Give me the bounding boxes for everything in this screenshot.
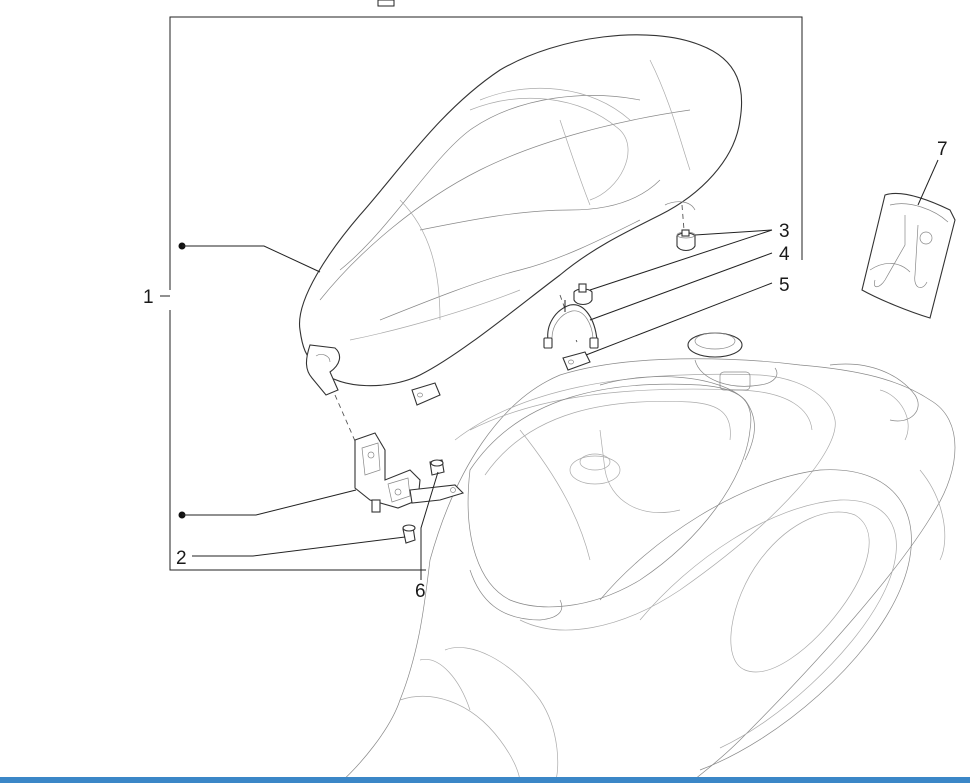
leader-lines: [160, 159, 939, 580]
screw-part-2: [402, 524, 416, 544]
seat: [299, 34, 743, 396]
stop-block-part-5a: [562, 351, 591, 371]
callout-7: 7: [937, 139, 948, 160]
callout-5: 5: [779, 275, 790, 296]
stop-block-part-5b: [411, 382, 441, 406]
rubber-buffer-part-3a: [676, 229, 696, 252]
callout-6: 6: [415, 581, 426, 602]
callout-2: 2: [176, 548, 187, 569]
assembly-frame-lower: [169, 310, 426, 571]
assembly-line-rear: [681, 204, 685, 231]
assembly-frame: [169, 16, 803, 290]
tool-kit-part-7: [861, 192, 956, 319]
clip-part-4: [543, 300, 599, 349]
assembly-line-seat-hinge: [334, 394, 373, 481]
callout-4: 4: [779, 244, 790, 265]
callout-3: 3: [779, 221, 790, 242]
bottom-accent-bar: [0, 777, 970, 783]
rubber-buffer-part-3b: [573, 283, 593, 306]
nut-part-6: [429, 459, 445, 476]
scooter-body: [339, 332, 956, 783]
seat-hinge: [354, 432, 465, 513]
callout-1: 1: [143, 287, 154, 308]
top-marker-box: [377, 0, 395, 7]
